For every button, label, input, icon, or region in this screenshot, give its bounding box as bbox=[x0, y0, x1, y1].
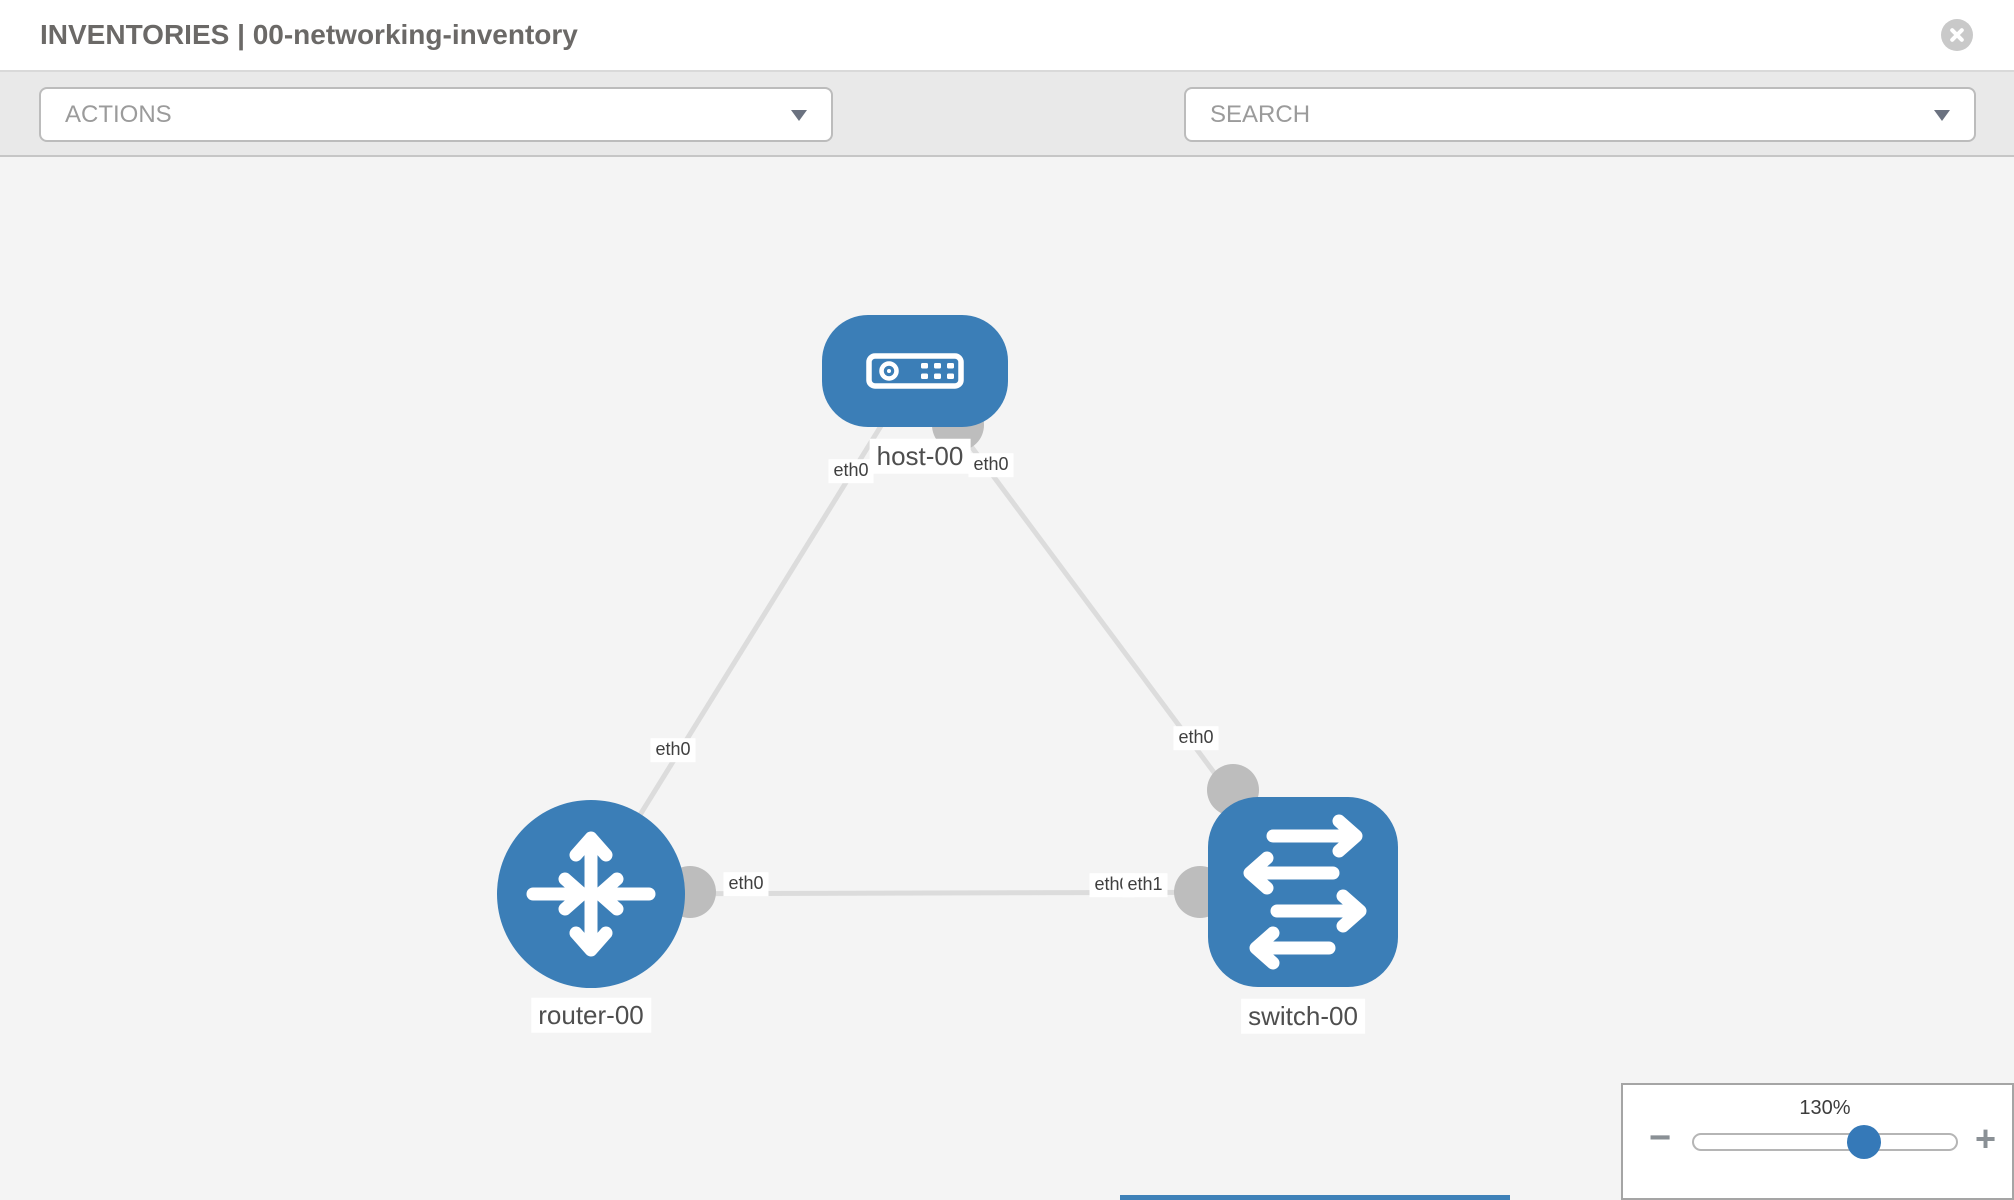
actions-select[interactable]: ACTIONS bbox=[39, 87, 833, 142]
close-icon bbox=[1950, 28, 1964, 42]
zoom-panel: 130% − + bbox=[1621, 1083, 2014, 1200]
close-button[interactable] bbox=[1941, 19, 1973, 51]
topology-svg bbox=[497, 315, 1398, 988]
zoom-slider-thumb[interactable] bbox=[1847, 1125, 1881, 1159]
zoom-percent-value: 130% bbox=[1799, 1097, 1851, 1119]
node-label-router: router-00 bbox=[531, 997, 651, 1033]
interface-label-host-router-routerend: eth0 bbox=[650, 738, 696, 762]
node-label-host: host-00 bbox=[869, 438, 971, 474]
zoom-slider-track[interactable] bbox=[1692, 1133, 1958, 1151]
router-icon bbox=[526, 831, 656, 957]
host-icon bbox=[866, 353, 964, 389]
link-host-router[interactable] bbox=[588, 369, 918, 896]
node-router-00[interactable] bbox=[497, 800, 685, 988]
interface-label-host-router-hostend: eth0 bbox=[828, 459, 874, 483]
actions-select-label: ACTIONS bbox=[65, 100, 172, 128]
node-label-switch: switch-00 bbox=[1241, 998, 1365, 1034]
search-select-label: SEARCH bbox=[1210, 100, 1311, 128]
zoom-in-button[interactable]: + bbox=[1975, 1118, 1997, 1159]
search-select[interactable]: SEARCH bbox=[1184, 87, 1976, 142]
node-switch-00[interactable] bbox=[1208, 797, 1398, 987]
toolbar: ACTIONS SEARCH bbox=[0, 72, 2014, 204]
page-header: INVENTORIES | 00-networking-inventory bbox=[0, 0, 2014, 72]
zoom-out-button[interactable]: − bbox=[1649, 1117, 1672, 1159]
interface-label-router-switch-routerend: eth0 bbox=[723, 872, 769, 896]
interface-label-host-switch-hostend: eth0 bbox=[968, 453, 1014, 477]
switch-icon bbox=[1243, 814, 1367, 970]
chevron-down-icon bbox=[1934, 109, 1950, 121]
topology-canvas[interactable]: host-00 router-00 switch-00 eth0 eth0 et… bbox=[0, 157, 2014, 1200]
chevron-down-icon bbox=[791, 109, 807, 121]
interface-label-host-switch-switchend: eth0 bbox=[1173, 726, 1219, 750]
bottom-blue-strip bbox=[1120, 1195, 1510, 1200]
node-host-00[interactable] bbox=[822, 315, 1008, 427]
interface-label-router-switch-switchend: eth1 bbox=[1122, 873, 1168, 897]
page-title: INVENTORIES | 00-networking-inventory bbox=[40, 19, 578, 50]
